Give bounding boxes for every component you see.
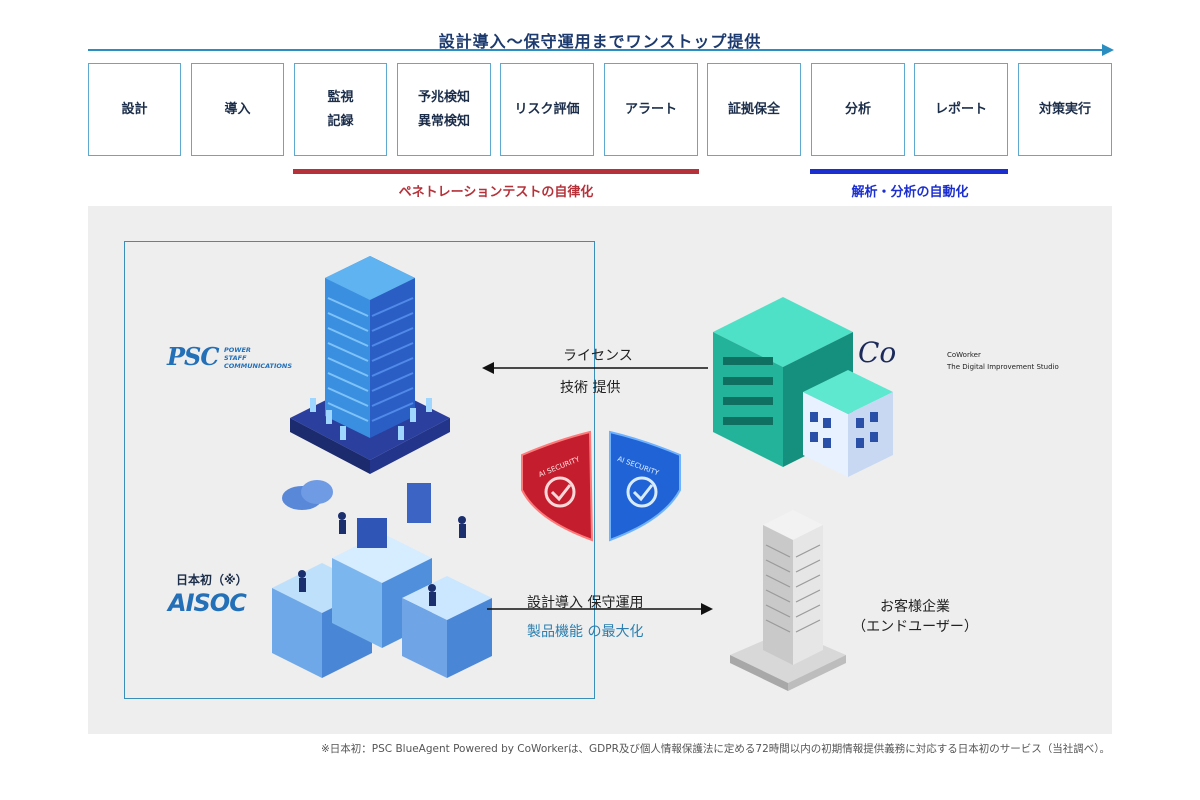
analysis-bar: [810, 169, 1008, 174]
step-evidence: 証拠保全: [707, 63, 801, 156]
customer-building-icon: [730, 510, 846, 691]
tech-provision-label: 技術 提供: [560, 380, 621, 396]
aisoc-logo: AISOC: [168, 589, 247, 617]
flow-arrow: [88, 49, 1104, 51]
soc-operations-icon: [272, 480, 492, 678]
customer-line1: お客様企業: [880, 599, 950, 615]
step-anomaly-detection: 予兆検知 異常検知: [397, 63, 491, 156]
license-arrow-icon: [482, 362, 708, 374]
maximize-label: 製品機能 の最大化: [527, 624, 644, 640]
step-countermeasure: 対策実行: [1018, 63, 1112, 156]
step-design: 設計: [88, 63, 181, 156]
pentest-bar: [293, 169, 699, 174]
ai-security-shield-icon: AI SECURITY AI SECURITY: [521, 430, 681, 542]
step-monitoring: 監視 記録: [294, 63, 387, 156]
analysis-caption: 解析・分析の自動化: [851, 185, 969, 200]
step-report: レポート: [914, 63, 1008, 156]
design-ops-label: 設計導入 保守運用: [527, 595, 644, 611]
psc-logo: PSC: [167, 342, 219, 371]
flow-title: 設計導入〜保守運用までワンストップ提供: [438, 32, 762, 51]
pentest-caption: ペネトレーションテストの自律化: [398, 185, 594, 200]
step-risk-assessment: リスク評価: [500, 63, 594, 156]
psc-frame: [124, 241, 595, 699]
coworker-building-icon: [713, 297, 893, 477]
coworker-name-text: CoWorker: [947, 351, 981, 359]
step-alert: アラート: [604, 63, 698, 156]
coworker-logo: Co: [858, 336, 897, 369]
footnote: ※日本初：PSC BlueAgent Powered by CoWorkerは、…: [320, 743, 1110, 755]
coworker-tagline: The Digital Improvement Studio: [947, 363, 1059, 371]
step-introduction: 導入: [191, 63, 284, 156]
coworker-name: CoWorker The Digital Improvement Studio: [947, 349, 1059, 373]
psc-logo-subtitle: POWER STAFF COMMUNICATIONS: [224, 346, 293, 370]
customer-label: お客様企業 （エンドユーザー）: [845, 597, 985, 637]
license-label: ライセンス: [563, 348, 633, 364]
step-analysis: 分析: [811, 63, 905, 156]
design-ops-arrow-icon: [487, 603, 713, 615]
customer-line2: （エンドユーザー）: [852, 619, 978, 635]
psc-building-icon: [290, 256, 450, 474]
aisoc-note: 日本初（※）: [176, 573, 248, 587]
diagram-panel: [88, 206, 1112, 734]
flow-arrow-head-icon: [1102, 44, 1114, 56]
